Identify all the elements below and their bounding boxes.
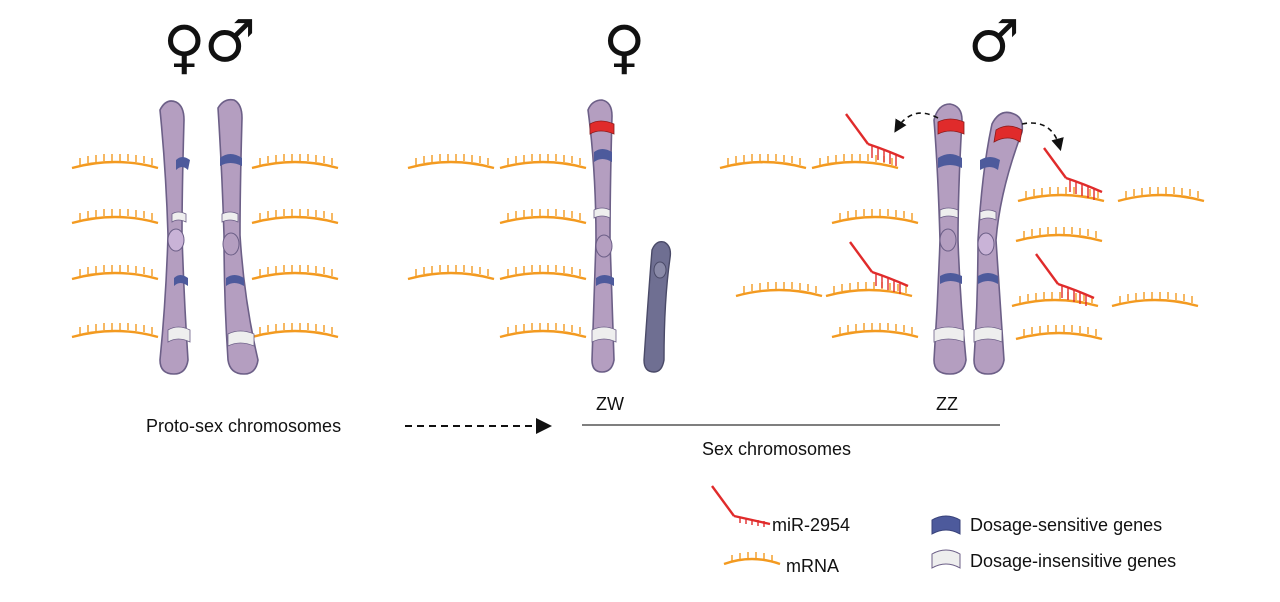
male-symbol: ♂ (204, 7, 256, 75)
legend-mirna-label: miR-2954 (772, 515, 851, 535)
dosage-insensitive-band (593, 207, 611, 219)
dosage-sensitive-band (220, 154, 242, 166)
mrna-strand (811, 154, 899, 170)
mrna-strand (1111, 292, 1199, 308)
dosage-insensitive-band (171, 211, 187, 223)
mrna-strand (1117, 187, 1205, 203)
centromere (595, 234, 613, 258)
dosage-sensitive-band (596, 275, 614, 286)
mrna-strand (499, 154, 587, 170)
mrna-strand (831, 209, 919, 225)
mirna-bound (849, 241, 909, 294)
mrna-strand (251, 209, 339, 225)
legend-dosage-sensitive-label: Dosage-sensitive genes (970, 515, 1163, 535)
female-symbol: ♀ (163, 13, 206, 81)
mrna-strand (1017, 187, 1105, 203)
dosage-sensitive-band (174, 275, 188, 286)
proto-sex-label: Proto-sex chromosomes (146, 416, 342, 436)
dosage-sensitive-band (980, 157, 1000, 170)
mrna-strand (499, 209, 587, 225)
mrna-strand (407, 265, 495, 281)
centromere (222, 232, 240, 256)
mrna-strand (719, 154, 807, 170)
dosage-insensitive-band (973, 326, 1003, 343)
mrna-strand (1015, 227, 1103, 243)
dosage-insensitive-band (227, 330, 255, 347)
legend-dosage-insensitive-icon (931, 549, 961, 569)
dosage-insensitive-band (939, 207, 959, 219)
legend-mrna-label: mRNA (786, 556, 839, 576)
dosage-insensitive-band (167, 326, 191, 343)
dosage-insensitive-band (221, 211, 239, 223)
mrna-strand (407, 154, 495, 170)
mrna-strand (499, 265, 587, 281)
mrna-strand (1015, 325, 1103, 341)
mir-2954-locus (937, 118, 965, 135)
mirna-release-arrow-right (1021, 122, 1064, 152)
dosage-insensitive-band (979, 209, 997, 221)
mrna-strand (71, 209, 159, 225)
mirna-bound (1043, 147, 1103, 200)
mrna-strand (735, 282, 823, 298)
mrna-strand (251, 154, 339, 170)
legend-mirna-icon (711, 485, 771, 527)
w-chromosome (643, 240, 672, 373)
centromere (167, 228, 185, 252)
centromere (977, 232, 995, 256)
mrna-strand (71, 154, 159, 170)
mrna-strand (825, 282, 913, 298)
dosage-sensitive-band (594, 149, 612, 162)
dosage-sensitive-band (940, 273, 962, 284)
mrna-group (71, 154, 1205, 341)
mir-2954-locus (993, 125, 1023, 143)
male-symbol-zz: ♂ (968, 7, 1020, 75)
centromere (939, 228, 957, 252)
dosage-sensitive-band (176, 157, 190, 170)
mrna-strand (831, 323, 919, 339)
mirna-release-arrow-left (894, 112, 939, 133)
legend-mrna-icon (723, 552, 781, 566)
zz-label: ZZ (936, 394, 958, 414)
mrna-strand (71, 323, 159, 339)
mrna-strand (71, 265, 159, 281)
mirna-bound (845, 113, 905, 166)
dosage-sensitive-band (226, 275, 244, 286)
female-symbol-zw: ♀ (603, 13, 646, 81)
dosage-insensitive-band (933, 326, 965, 343)
sex-chromosomes-label: Sex chromosomes (702, 439, 852, 459)
mrna-strand (251, 265, 339, 281)
proto-chromosome-left (159, 100, 191, 375)
dosage-insensitive-band (591, 326, 617, 343)
mrna-strand (251, 323, 339, 339)
legend-dosage-sensitive-icon (931, 515, 961, 535)
dosage-sensitive-band (938, 154, 962, 168)
dosage-sensitive-band (978, 273, 998, 284)
mrna-strand (499, 323, 587, 339)
z-chromosome-male-left (933, 103, 967, 375)
mirna-bound (1035, 253, 1095, 306)
zw-label: ZW (596, 394, 624, 414)
z-chromosome-male-right (973, 111, 1024, 375)
z-chromosome-female (587, 99, 617, 373)
legend-dosage-insensitive-label: Dosage-insensitive genes (970, 551, 1177, 571)
proto-chromosome-right (217, 98, 259, 375)
centromere (653, 261, 667, 279)
mir-2954-locus (589, 120, 615, 135)
